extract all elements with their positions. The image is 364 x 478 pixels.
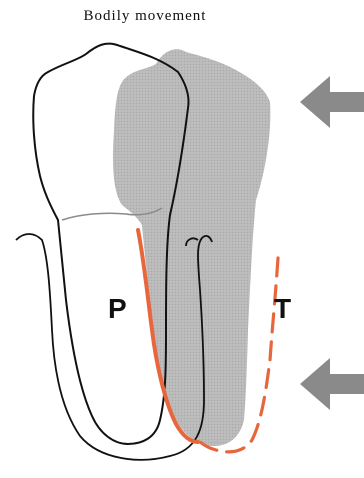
- tension-label: T: [274, 293, 291, 324]
- force-arrow-top: [300, 76, 364, 128]
- force-arrow-bottom: [300, 358, 364, 410]
- displaced-tooth-shape: [113, 49, 270, 446]
- arrow-left-icon: [300, 358, 364, 410]
- arrow-left-icon: [300, 76, 364, 128]
- pressure-label: P: [108, 293, 127, 324]
